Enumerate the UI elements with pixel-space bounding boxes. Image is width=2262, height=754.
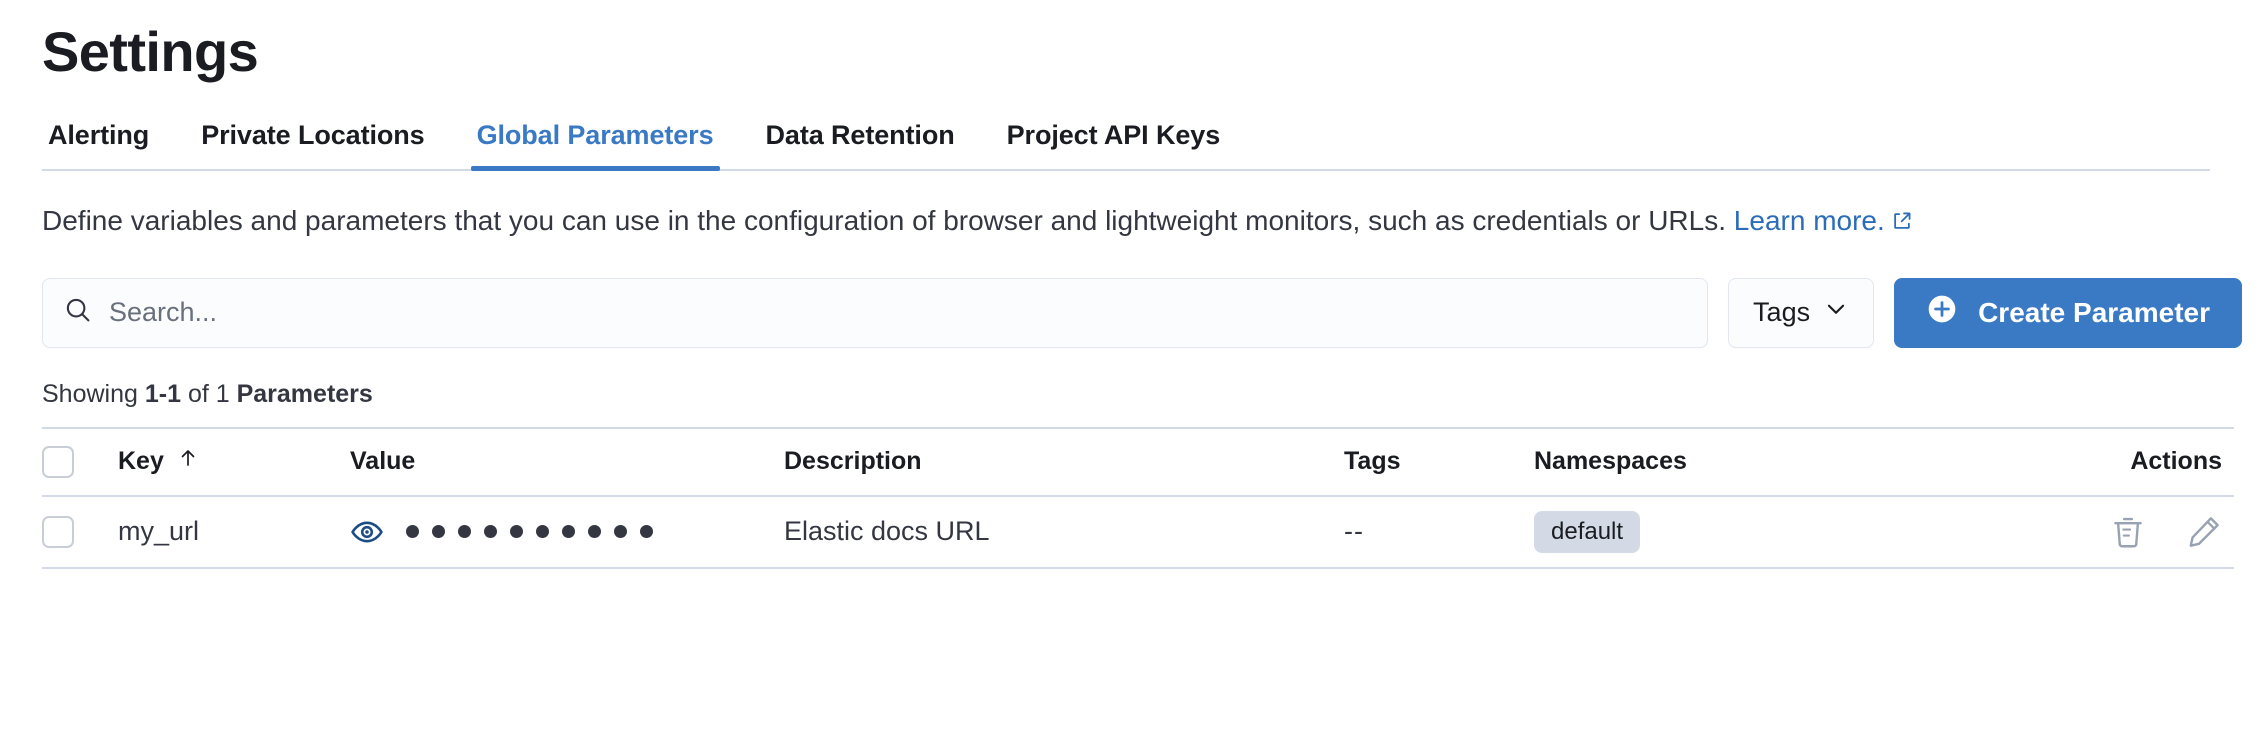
create-parameter-button[interactable]: Create Parameter [1894,277,2242,348]
mask-dot [458,525,471,539]
tags-filter-button[interactable]: Tags [1728,277,1875,348]
column-header-tags-label: Tags [1344,447,1401,476]
external-link-icon[interactable] [1891,203,1913,244]
column-header-key[interactable]: Key [90,446,340,477]
tab-alerting[interactable]: Alerting [48,120,150,151]
mask-dot [614,525,627,539]
learn-more-link[interactable]: Learn more. [1733,205,1885,237]
sort-arrow-up-icon [176,446,200,477]
cell-tags: -- [1340,516,1530,547]
table-row: my_url [42,497,2234,569]
column-header-description[interactable]: Description [780,447,1340,476]
mask-dot [510,525,523,539]
cell-namespaces: default [1530,510,2034,554]
cell-key: my_url [118,516,200,547]
plus-circle-icon [1926,293,1958,332]
column-header-key-label: Key [118,447,164,476]
tab-bar: Alerting Private Locations Global Parame… [42,120,2210,172]
masked-value [406,525,653,539]
create-parameter-label: Create Parameter [1978,296,2210,328]
mask-dot [406,525,419,539]
mask-dot [640,525,653,539]
column-header-actions-label: Actions [2130,447,2222,476]
trash-icon[interactable] [2110,514,2146,550]
description-body: Define variables and parameters that you… [42,205,1734,237]
tab-private-locations[interactable]: Private Locations [201,120,425,151]
mask-dot [588,525,601,539]
column-header-tags[interactable]: Tags [1340,447,1530,476]
results-count: Showing 1-1 of 1 Parameters [42,380,2238,409]
tab-project-api-keys[interactable]: Project API Keys [1006,120,1221,151]
mask-dot [562,525,575,539]
page-title: Settings [42,20,259,83]
results-suffix: Parameters [236,379,373,408]
parameters-table: Key Value Description Tags Namespaces [42,426,2234,569]
toolbar: Tags Create Parameter [42,277,2242,348]
column-header-value-label: Value [350,447,416,476]
mask-dot [484,525,497,539]
results-range: 1-1 [144,379,181,408]
select-all-cell [42,445,90,478]
cell-tags-value: -- [1344,516,1364,547]
search-input[interactable] [109,297,1688,329]
cell-value [340,515,780,549]
row-select-cell [42,515,90,548]
mask-dot [432,525,445,539]
table-header-row: Key Value Description Tags Namespaces [42,429,2234,497]
column-header-description-label: Description [784,447,922,476]
results-prefix: Showing [42,379,145,408]
tags-filter-label: Tags [1753,297,1811,328]
results-middle: of 1 [181,379,237,408]
column-header-namespaces-label: Namespaces [1534,447,1687,476]
tab-data-retention[interactable]: Data Retention [765,120,955,151]
select-all-checkbox[interactable] [42,445,74,478]
column-header-actions: Actions [2034,447,2234,476]
search-icon [63,295,93,330]
eye-icon[interactable] [350,515,384,549]
column-header-namespaces[interactable]: Namespaces [1530,447,2034,476]
mask-dot [536,525,549,539]
settings-page: Settings Alerting Private Locations Glob… [0,20,2262,754]
cell-actions [2034,514,2234,550]
description-text: Define variables and parameters that you… [42,201,2142,244]
namespace-badge: default [1534,510,1641,554]
column-header-value[interactable]: Value [340,447,780,476]
search-field[interactable] [42,277,1709,348]
tab-global-parameters[interactable]: Global Parameters [470,120,720,172]
cell-description: Elastic docs URL [784,516,990,547]
chevron-down-icon [1823,296,1849,329]
row-select-checkbox[interactable] [42,515,74,548]
tab-bar-divider [42,169,2210,172]
pencil-icon[interactable] [2186,514,2222,550]
